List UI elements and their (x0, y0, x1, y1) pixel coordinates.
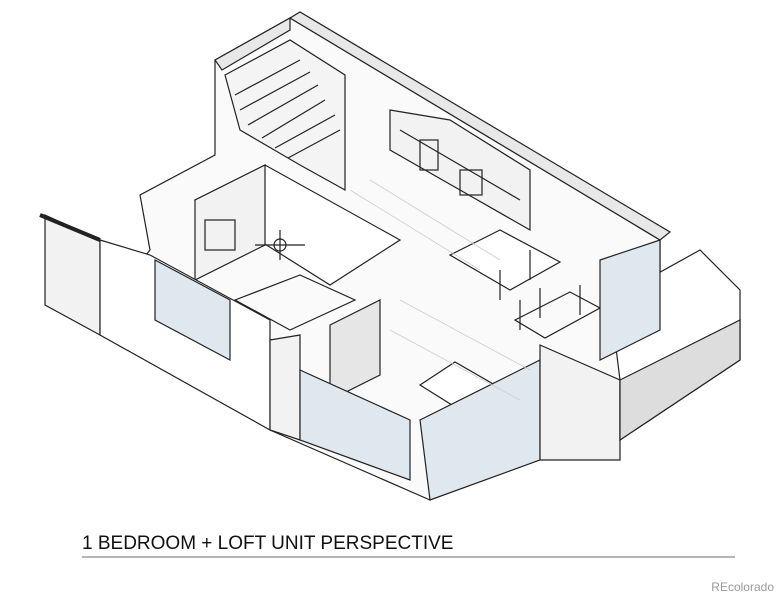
watermark: REcolorado (711, 580, 774, 594)
back-wall (288, 11, 672, 241)
balcony (599, 239, 741, 442)
isometric-floor-plan-drawing (39, 11, 741, 501)
left-exterior-wall (39, 213, 271, 432)
kitchen (389, 109, 562, 291)
front-wall (269, 334, 621, 501)
left-wall (214, 16, 291, 71)
bedroom (193, 164, 402, 331)
stair (224, 39, 346, 192)
fireplace (329, 299, 381, 401)
floorboards (349, 179, 531, 401)
dining-set (499, 250, 602, 339)
drawing-caption: 1 BEDROOM + LOFT UNIT PERSPECTIVE (82, 533, 454, 554)
caption-underline (82, 556, 735, 558)
